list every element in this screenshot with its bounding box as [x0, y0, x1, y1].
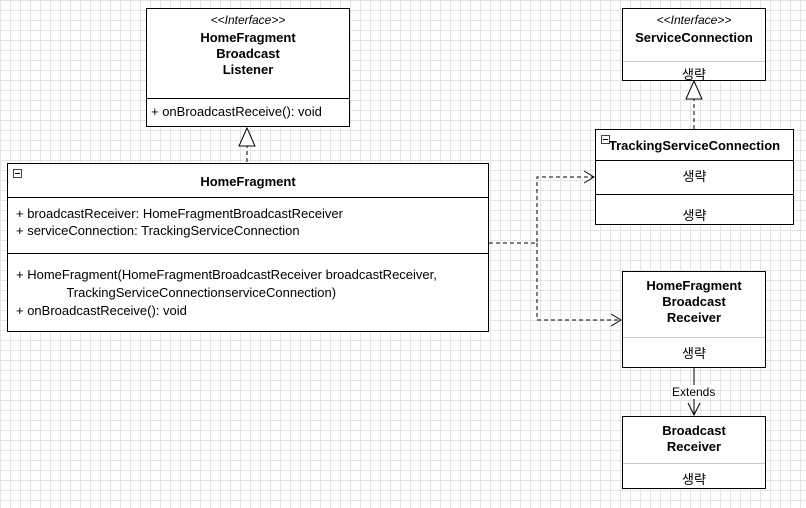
broadcast-receiver-body: 생략 [682, 472, 706, 487]
tracking-attributes: 생략 [682, 169, 707, 184]
tracking-separator-1 [596, 160, 793, 161]
listener-stereotype: <<Interface>> [210, 13, 286, 27]
listener-name-line-3: Listener [222, 62, 274, 77]
broadcast-receiver-name-line-1: Broadcast [662, 423, 726, 438]
tracking-separator-2 [596, 194, 793, 195]
hf-receiver-name-line-3: Receiver [666, 310, 722, 325]
home-fragment-method: + onBroadcastReceive(): void [16, 303, 187, 318]
tracking-header: TrackingServiceConnection [596, 138, 793, 153]
hf-receiver-header: HomeFragment Broadcast Receiver [623, 278, 765, 325]
listener-name-line-1: HomeFragment [200, 30, 296, 45]
home-fragment-attributes: + broadcastReceiver: HomeFragmentBroadca… [16, 205, 488, 239]
listener-name-line-2: Broadcast [216, 46, 280, 61]
home-fragment-broadcast-receiver-box[interactable]: HomeFragment Broadcast Receiver 생략 [622, 271, 766, 368]
listener-header: <<Interface>> HomeFragment Broadcast Lis… [147, 13, 349, 77]
home-fragment-attribute: + serviceConnection: TrackingServiceConn… [16, 223, 300, 238]
hf-receiver-separator [623, 337, 765, 338]
broadcast-receiver-separator [623, 463, 765, 464]
listener-method: + onBroadcastReceive(): void [151, 104, 322, 119]
hf-receiver-body: 생략 [682, 346, 706, 361]
realization-arrowhead-listener [238, 126, 256, 147]
home-fragment-header: HomeFragment [8, 174, 488, 189]
dependency-edge-tracking [489, 176, 594, 244]
dependency-arrowhead-tracking [583, 170, 595, 184]
service-connection-header: <<Interface>> ServiceConnection [623, 13, 765, 45]
extends-arrowhead [687, 402, 701, 417]
extends-label: Extends [671, 385, 717, 399]
service-connection-name: ServiceConnection [635, 30, 753, 45]
tracking-service-connection-box[interactable]: TrackingServiceConnection 생략 생략 [595, 129, 794, 225]
collapse-icon[interactable] [601, 135, 610, 144]
service-connection-stereotype: <<Interface>> [656, 13, 732, 27]
home-fragment-class-box[interactable]: HomeFragment + broadcastReceiver: HomeFr… [7, 163, 489, 332]
listener-separator [147, 98, 349, 99]
broadcast-receiver-name-line-2: Receiver [666, 439, 722, 454]
hf-receiver-name-line-2: Broadcast [662, 294, 726, 309]
service-connection-separator [623, 61, 765, 62]
home-fragment-attribute: + broadcastReceiver: HomeFragmentBroadca… [16, 206, 343, 221]
realization-arrowhead-service [685, 79, 703, 100]
dependency-edge-receiver [536, 243, 621, 321]
hf-receiver-name-line-1: HomeFragment [646, 278, 742, 293]
collapse-icon[interactable] [13, 169, 22, 178]
listener-interface-box[interactable]: <<Interface>> HomeFragment Broadcast Lis… [146, 8, 350, 127]
service-connection-body: 생략 [682, 67, 706, 82]
service-connection-interface-box[interactable]: <<Interface>> ServiceConnection 생략 [622, 8, 766, 82]
home-fragment-name: HomeFragment [200, 174, 296, 189]
tracking-methods: 생략 [682, 208, 707, 223]
broadcast-receiver-header: Broadcast Receiver [623, 423, 765, 454]
home-fragment-method: TrackingServiceConnectionserviceConnecti… [16, 285, 337, 300]
tracking-name: TrackingServiceConnection [608, 138, 781, 153]
dependency-arrowhead-receiver [610, 313, 622, 327]
home-fragment-method: + HomeFragment(HomeFragmentBroadcastRece… [16, 267, 437, 282]
listener-methods: + onBroadcastReceive(): void [151, 104, 349, 119]
home-fragment-separator-1 [8, 197, 488, 198]
home-fragment-methods: + HomeFragment(HomeFragmentBroadcastRece… [16, 266, 488, 320]
broadcast-receiver-box[interactable]: Broadcast Receiver 생략 [622, 416, 766, 489]
home-fragment-separator-2 [8, 253, 488, 254]
